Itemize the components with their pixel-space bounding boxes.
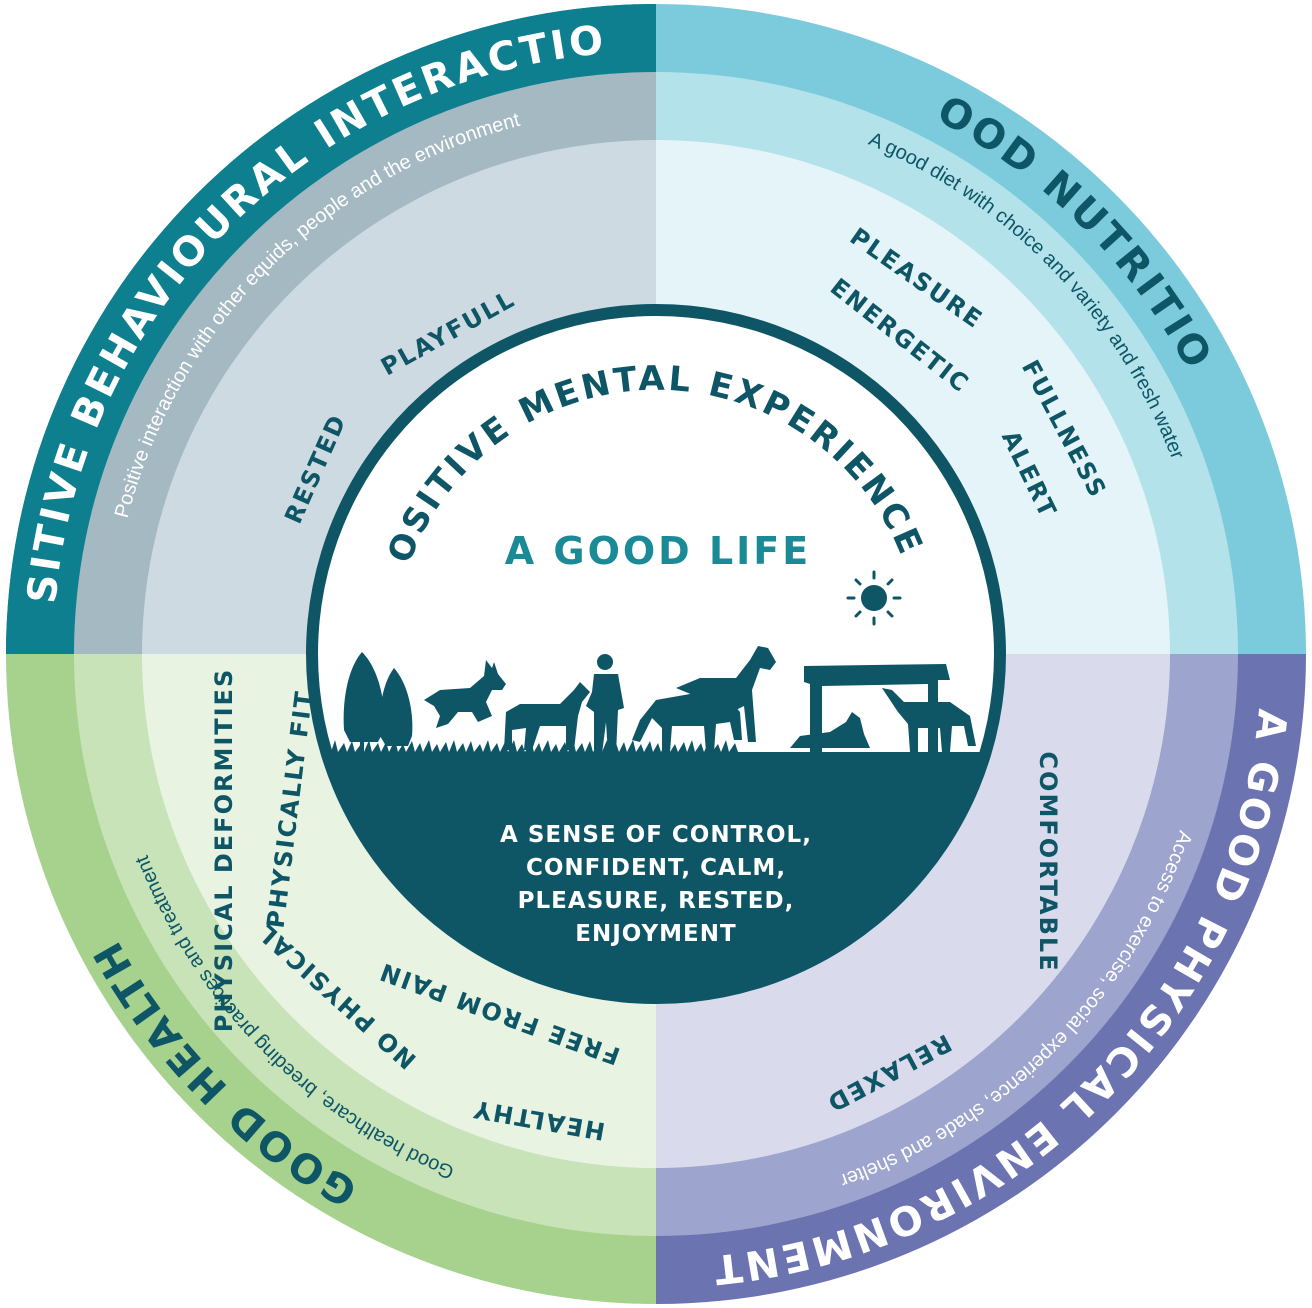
donkey-right-icon [882,688,976,752]
equine-silhouette-scene [343,570,976,754]
person-icon [586,674,624,754]
tree-icon [343,652,385,742]
tree-icon [379,668,413,746]
horse-grazing-icon [632,694,742,752]
donkey-standing-icon [504,682,590,750]
center-caption-line-2: CONFIDENT, CALM, [526,855,786,881]
person-head-icon [597,654,613,670]
center-title: A GOOD LIFE [505,529,811,573]
word-physical-deformities: PHYSICAL DEFORMITIES [210,668,238,1033]
center-caption-line-1: A SENSE OF CONTROL, [500,822,812,848]
word-comfortable: COMFORTABLE [1034,751,1062,972]
center-caption-line-4: ENJOYMENT [575,921,736,947]
horse-standing-icon [676,646,776,742]
donkey-running-icon [424,660,506,728]
donkey-lying-icon [790,712,870,748]
center-caption-line-3: PLEASURE, RESTED, [518,888,795,914]
sun-icon [846,570,902,626]
